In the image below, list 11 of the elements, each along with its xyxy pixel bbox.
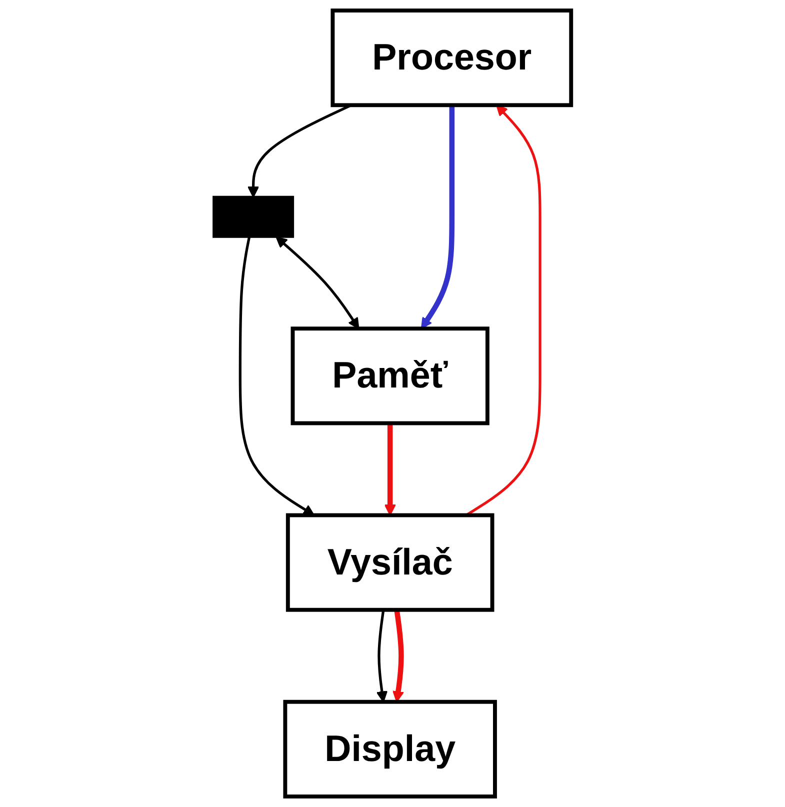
arrow: [420, 105, 455, 330]
node-box: Paměť: [290, 326, 490, 426]
arrow: [238, 236, 315, 516]
arrow: [392, 609, 404, 702]
arrow: [384, 423, 396, 516]
node-box: Procesor: [330, 8, 574, 108]
node-box: Vysílač: [286, 513, 494, 612]
node-box: Display: [283, 700, 497, 798]
arrow: [376, 610, 388, 702]
node-bar: [212, 196, 294, 238]
arrow: [276, 236, 360, 330]
